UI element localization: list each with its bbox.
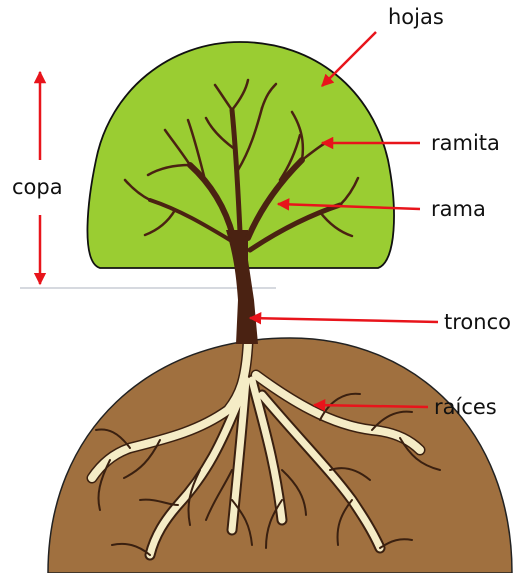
arrow-tronco — [250, 318, 438, 322]
label-copa: copa — [12, 175, 63, 199]
label-hojas: hojas — [388, 5, 444, 29]
label-tronco: tronco — [444, 310, 511, 334]
label-rama: rama — [431, 197, 486, 221]
label-ramita: ramita — [431, 131, 500, 155]
label-raices: raíces — [434, 395, 497, 419]
arrow-hojas — [322, 32, 376, 86]
